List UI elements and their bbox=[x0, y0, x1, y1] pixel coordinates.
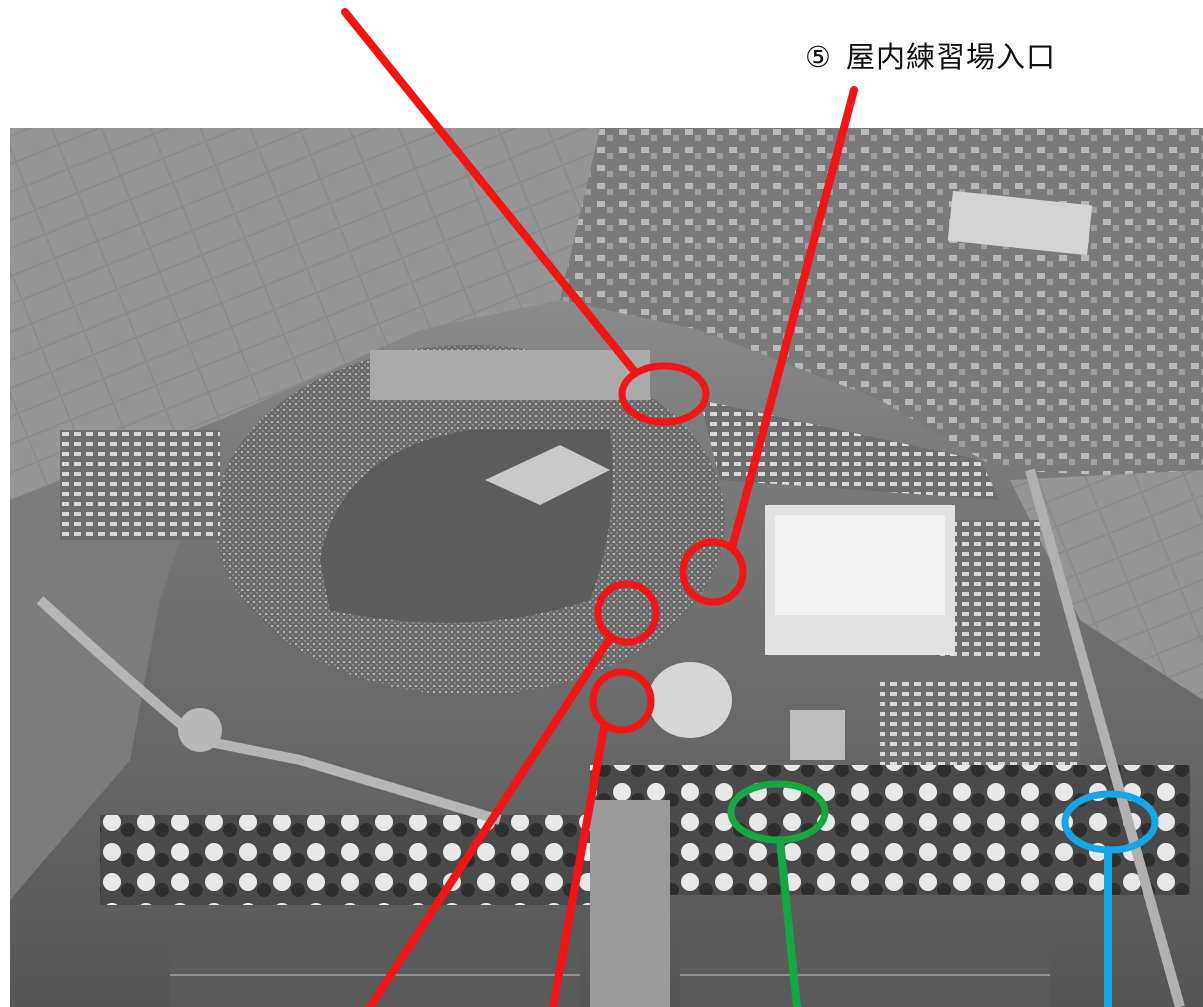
leader-line bbox=[366, 634, 614, 1007]
marker-tree-walk bbox=[727, 780, 829, 1007]
marker-circle bbox=[679, 538, 747, 606]
east-road bbox=[1025, 468, 1185, 1007]
marker-plaza-gate bbox=[549, 668, 655, 1007]
rice-paddies bbox=[10, 128, 600, 500]
south-field-east bbox=[680, 920, 1050, 1007]
marker-indoor-practice-entrance bbox=[679, 86, 858, 606]
west-parking bbox=[60, 430, 220, 540]
north-parking bbox=[700, 400, 1000, 500]
leader-line bbox=[728, 86, 858, 552]
leader-line bbox=[341, 8, 639, 376]
marker-circle bbox=[594, 580, 660, 646]
east-parking bbox=[940, 520, 1040, 660]
east-paddies bbox=[1010, 470, 1203, 700]
south-parking bbox=[880, 680, 1080, 770]
east-tree-row bbox=[590, 765, 1190, 895]
leader-line bbox=[549, 724, 608, 1007]
marker-upper-stand bbox=[341, 8, 710, 426]
label-indoor-practice-entrance: ⑤ 屋内練習場入口 bbox=[805, 34, 1056, 74]
circular-plaza bbox=[648, 662, 732, 738]
leader-line bbox=[776, 836, 801, 1007]
marker-number: ⑤ bbox=[805, 40, 832, 74]
central-promenade bbox=[590, 800, 670, 1007]
roundabout bbox=[178, 708, 222, 752]
aerial-photo bbox=[10, 128, 1203, 1007]
marker-concourse-stair bbox=[366, 580, 660, 1007]
hall-roof bbox=[775, 515, 945, 615]
pavilion bbox=[790, 710, 845, 760]
marker-circle bbox=[589, 668, 655, 734]
marker-label-text: 屋内練習場入口 bbox=[846, 40, 1057, 74]
west-tree-row bbox=[100, 815, 590, 905]
marker-circle bbox=[618, 362, 710, 426]
marker-east-tree-walk bbox=[1061, 790, 1159, 1007]
infield bbox=[485, 445, 610, 505]
large-building-top bbox=[947, 190, 1093, 256]
grandstand-roof bbox=[370, 350, 650, 400]
